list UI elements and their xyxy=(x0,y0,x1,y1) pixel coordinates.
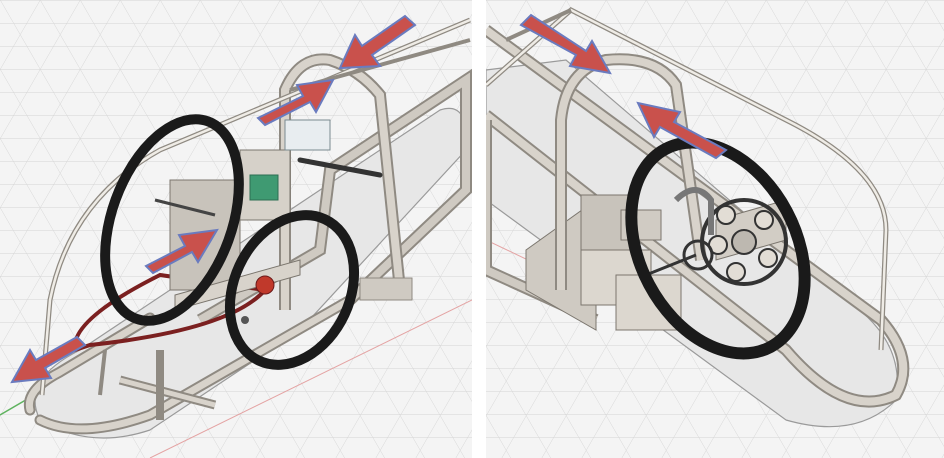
chainring-hub xyxy=(255,275,275,295)
canopy-rail-right-inner xyxy=(486,8,888,351)
roll-hoop-right-inner xyxy=(557,55,705,290)
idler-pulley xyxy=(682,239,714,271)
arrow-bottom-outward xyxy=(10,335,87,384)
handlebar xyxy=(297,157,383,178)
sprocket-hole-1 xyxy=(716,205,736,225)
front-left-wheel-tire xyxy=(100,114,244,326)
front-isometric-view-panel xyxy=(0,0,472,458)
front-isometric-drawing xyxy=(0,0,472,458)
sprocket-hole-2 xyxy=(754,210,774,230)
arrow-right-hoop-inward xyxy=(636,101,728,160)
frame-rail-bottom-inner xyxy=(36,296,354,433)
rear-isometric-view-panel xyxy=(486,0,944,458)
green-component-box xyxy=(249,174,279,201)
frame-rail-right-inner xyxy=(486,26,908,406)
wheel-hub-right xyxy=(241,316,249,324)
windscreen-panel xyxy=(284,119,331,151)
frame-rail-left-inner xyxy=(25,314,154,414)
roll-hoop-base-block xyxy=(359,277,413,301)
chain-guide xyxy=(673,187,714,235)
arrow-top-inward-left xyxy=(256,78,335,127)
arrow-right-top-diagonal xyxy=(519,13,612,75)
rear-wheel-tire xyxy=(625,136,811,360)
canopy-rail-front-inner xyxy=(40,18,471,396)
rear-sprocket-hub xyxy=(731,229,757,255)
sprocket-hole-3 xyxy=(758,248,778,268)
red-axis-line xyxy=(149,299,472,458)
front-right-wheel-tire xyxy=(224,210,360,370)
arrow-middle-seat xyxy=(144,228,219,275)
arrow-top-inward-right xyxy=(338,14,417,70)
roll-hoop-inner xyxy=(281,55,404,310)
canopy-rail-upright xyxy=(98,349,107,396)
rear-isometric-drawing xyxy=(486,0,944,458)
front-axle-left xyxy=(154,198,216,217)
cross-member-face xyxy=(119,377,216,408)
drive-chain-segment xyxy=(645,253,697,277)
sprocket-hole-4 xyxy=(726,262,746,282)
